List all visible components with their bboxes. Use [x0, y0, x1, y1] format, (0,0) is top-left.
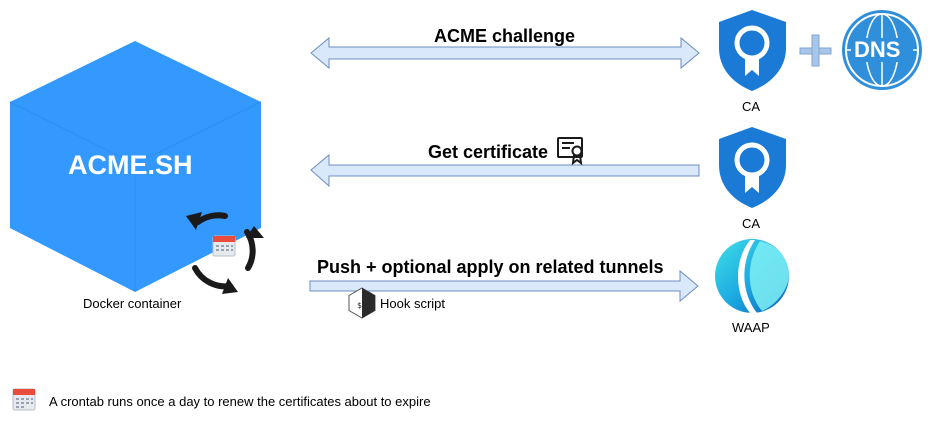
dns-globe-icon[interactable] [842, 10, 922, 90]
ca-label-1: CA [742, 99, 761, 114]
waap-logo-icon[interactable] [715, 239, 789, 313]
shield-badge-icon[interactable] [719, 127, 786, 208]
cycle-arrows-icon [186, 212, 264, 294]
flow-label-acme-challenge: ACME challenge [434, 26, 576, 46]
waap-label: WAAP [732, 320, 770, 335]
certificate-icon [557, 137, 583, 166]
legend-text: A crontab runs once a day to renew the c… [49, 394, 431, 409]
container-caption: Docker container [83, 296, 182, 311]
dns-label: DNS [854, 37, 901, 62]
docker-container-cube[interactable] [9, 41, 262, 292]
legend-calendar-icon [12, 388, 36, 411]
flow-label-push: Push + optional apply on related tunnels [317, 257, 664, 277]
container-title: ACME.SH [68, 150, 193, 180]
shield-badge-icon[interactable] [719, 10, 786, 91]
svg-text:$: $ [357, 301, 362, 310]
plus-sign [799, 34, 832, 67]
acme-challenge-arrow [310, 36, 700, 70]
push-arrow [309, 269, 699, 303]
flow-label-get-certificate: Get certificate [428, 142, 549, 162]
hook-script-label: Hook script [380, 296, 446, 311]
ca-label-2: CA [742, 216, 761, 231]
bash-icon[interactable]: $ [348, 287, 376, 319]
get-certificate-arrow [310, 153, 700, 188]
calendar-icon [212, 235, 236, 257]
